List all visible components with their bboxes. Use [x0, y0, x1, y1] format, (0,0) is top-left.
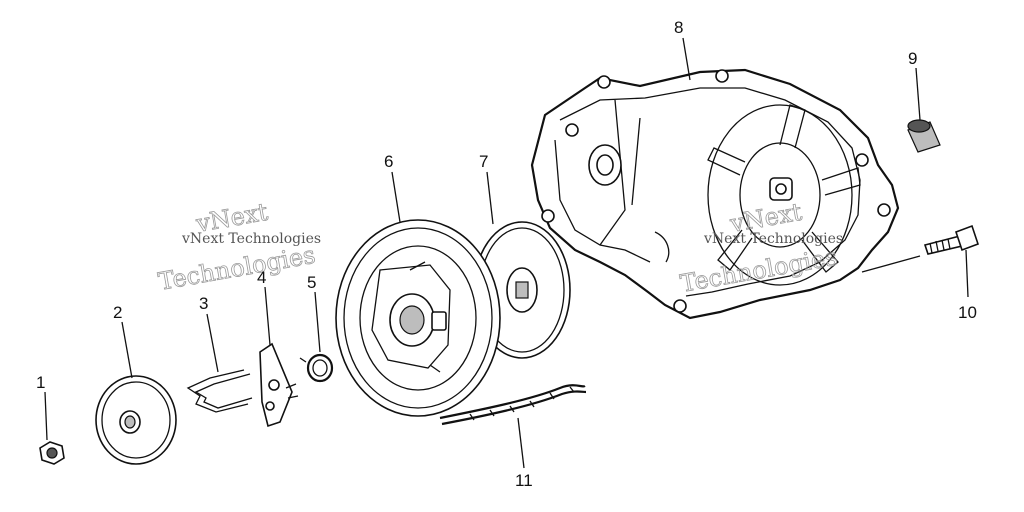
part-disc: [95, 375, 177, 465]
callout-7: 7: [479, 152, 488, 171]
callout-11: 11: [515, 471, 533, 490]
callout-8: 8: [674, 18, 683, 37]
callout-1: 1: [36, 373, 45, 392]
callout-6: 6: [384, 152, 393, 171]
callout-5: 5: [307, 273, 316, 292]
callout-3: 3: [199, 294, 208, 313]
watermark-left-small: vNext Technologies: [181, 231, 321, 247]
part-clip: [186, 369, 253, 413]
watermark-left-big-bottom: Technologies: [156, 241, 317, 296]
part-pawl: [259, 342, 299, 428]
part-rope: [439, 384, 587, 426]
watermark-right-big-bottom: Technologies: [678, 243, 839, 298]
callout-4: 4: [257, 268, 266, 287]
part-nut: [39, 441, 65, 465]
leader-lines: [44, 37, 969, 469]
watermark-left: vNext Technologies vNext Technologies: [156, 197, 321, 296]
callout-10: 10: [958, 303, 977, 322]
part-housing: [530, 68, 900, 320]
part-pulley: [335, 219, 501, 417]
part-spring: [299, 353, 334, 383]
callout-9: 9: [908, 49, 917, 68]
callouts: 1 2 3 4 5 6 7 8 9 10 11: [36, 18, 977, 490]
part-bolt: [923, 224, 980, 255]
callout-2: 2: [113, 303, 122, 322]
part-bushing: [907, 119, 941, 153]
watermark-right-small: vNext Technologies: [703, 231, 843, 247]
